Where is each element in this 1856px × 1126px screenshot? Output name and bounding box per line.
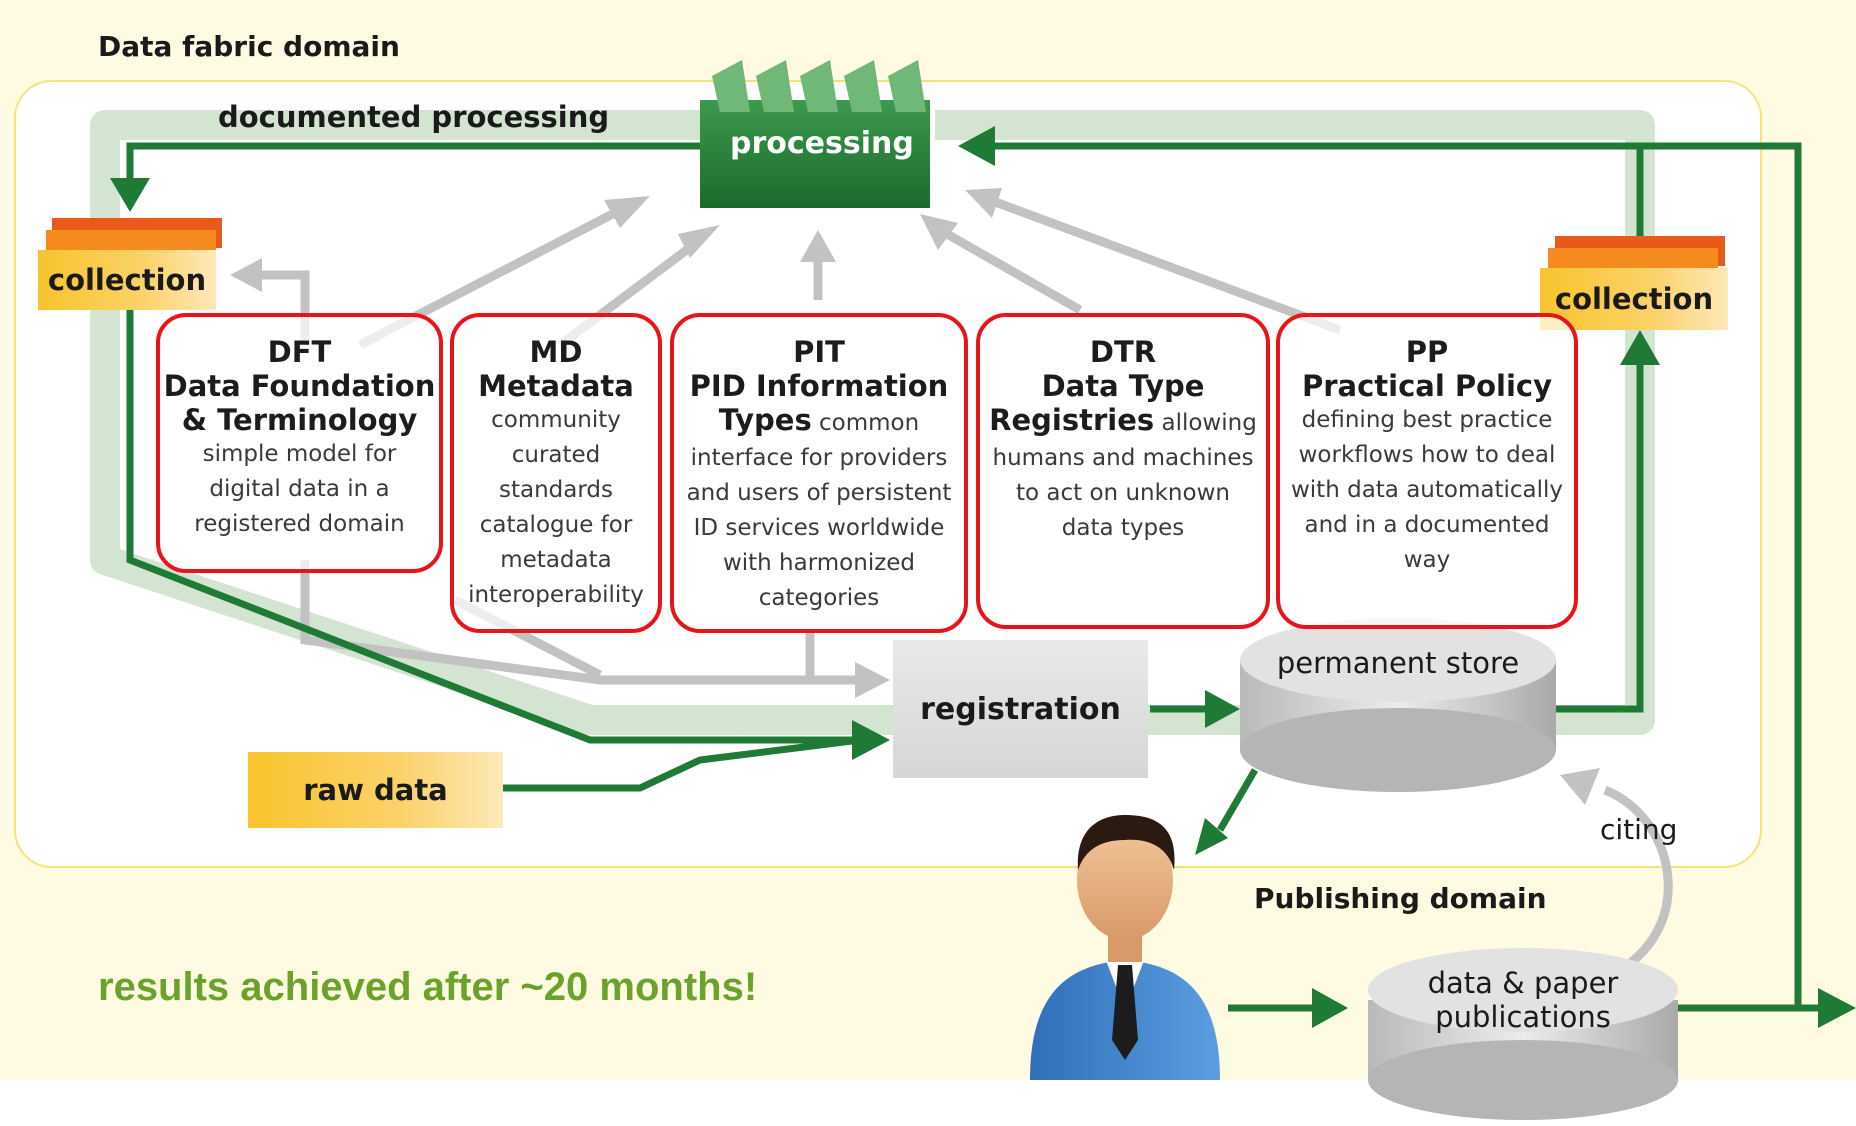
group-title-line: Data Type xyxy=(1041,369,1205,403)
registration-label: registration xyxy=(920,691,1121,727)
publications-label: data & paper publications xyxy=(1383,966,1663,1034)
group-desc-line: community xyxy=(491,407,621,433)
group-title-line: Metadata xyxy=(478,369,634,403)
group-desc-line: categories xyxy=(758,585,880,611)
group-desc-line: and in a documented xyxy=(1304,512,1550,538)
publications-cylinder xyxy=(1368,948,1678,1120)
group-code: PP xyxy=(1405,335,1449,369)
group-desc-line: Types common xyxy=(674,403,964,441)
group-desc-line: registered domain xyxy=(194,511,405,537)
group-desc-line: Registries allowing xyxy=(980,403,1266,441)
group-code: PIT xyxy=(793,335,845,369)
group-desc-line: simple model for xyxy=(202,441,397,467)
group-desc-inline: allowing xyxy=(1154,410,1257,436)
group-desc-inline: common xyxy=(811,410,920,436)
group-code: MD xyxy=(529,335,583,369)
publishing-domain-label: Publishing domain xyxy=(1254,882,1547,915)
permanent-store-label: permanent store xyxy=(1276,646,1520,680)
group-desc-line: ID services worldwide xyxy=(693,515,945,541)
group-code: DTR xyxy=(1089,335,1157,369)
collection-left: collection xyxy=(38,250,216,310)
group-desc-line: workflows how to deal xyxy=(1298,442,1556,468)
group-desc-line: curated xyxy=(511,442,601,468)
documented-processing-label: documented processing xyxy=(218,100,610,134)
group-desc-line: and users of persistent xyxy=(686,480,952,506)
group-box-md: MD Metadata community curated standards … xyxy=(450,313,662,633)
registration-box: registration xyxy=(893,640,1148,778)
group-box-dft: DFT Data Foundation & Terminology simple… xyxy=(156,313,443,573)
group-code: DFT xyxy=(267,335,332,369)
group-title-line: Practical Policy xyxy=(1301,369,1553,403)
group-box-pp: PP Practical Policy defining best practi… xyxy=(1276,313,1578,629)
green-arrowheads xyxy=(110,126,1856,1028)
group-desc-line: humans and machines xyxy=(992,445,1254,471)
group-desc-line: interoperability xyxy=(468,582,644,608)
group-desc-line: with data automatically xyxy=(1290,477,1564,503)
group-desc-line: way xyxy=(1403,547,1451,573)
group-title-line: PID Information xyxy=(689,369,949,403)
group-desc-line: interface for providers xyxy=(690,445,948,471)
publications-line-2: publications xyxy=(1435,1000,1611,1034)
person-icon xyxy=(1030,815,1220,1080)
results-note: results achieved after ~20 months! xyxy=(98,965,758,1009)
group-desc-line: with harmonized xyxy=(722,550,916,576)
collection-left-label: collection xyxy=(47,263,207,297)
collection-right-label: collection xyxy=(1554,282,1714,316)
group-title-line: Data Foundation xyxy=(163,369,436,403)
group-box-dtr: DTR Data Type Registries allowing humans… xyxy=(976,313,1270,629)
group-desc-line: metadata xyxy=(500,547,612,573)
permanent-store-cylinder xyxy=(1240,618,1556,792)
group-desc-line: to act on unknown xyxy=(1016,480,1230,506)
group-desc-line: catalogue for xyxy=(479,512,633,538)
processing-block xyxy=(700,60,930,208)
group-title-inline: Registries xyxy=(989,403,1155,437)
raw-data-box: raw data xyxy=(248,752,503,828)
group-desc-line: data types xyxy=(1061,515,1185,541)
raw-data-label: raw data xyxy=(303,773,448,807)
processing-label: processing xyxy=(730,126,914,161)
group-box-pit: PIT PID Information Types common interfa… xyxy=(670,313,968,633)
grey-arrowheads xyxy=(230,188,1600,805)
citing-label: citing xyxy=(1600,813,1678,846)
group-title-line: & Terminology xyxy=(181,403,418,437)
collection-right: collection xyxy=(1540,268,1728,330)
group-desc-line: defining best practice xyxy=(1301,407,1553,433)
group-desc-line: digital data in a xyxy=(209,476,390,502)
publications-line-1: data & paper xyxy=(1427,966,1619,1000)
group-desc-line: standards xyxy=(498,477,613,503)
data-fabric-domain-label: Data fabric domain xyxy=(98,30,400,63)
group-title-inline: Types xyxy=(718,403,812,437)
green-flows xyxy=(126,142,1830,1012)
